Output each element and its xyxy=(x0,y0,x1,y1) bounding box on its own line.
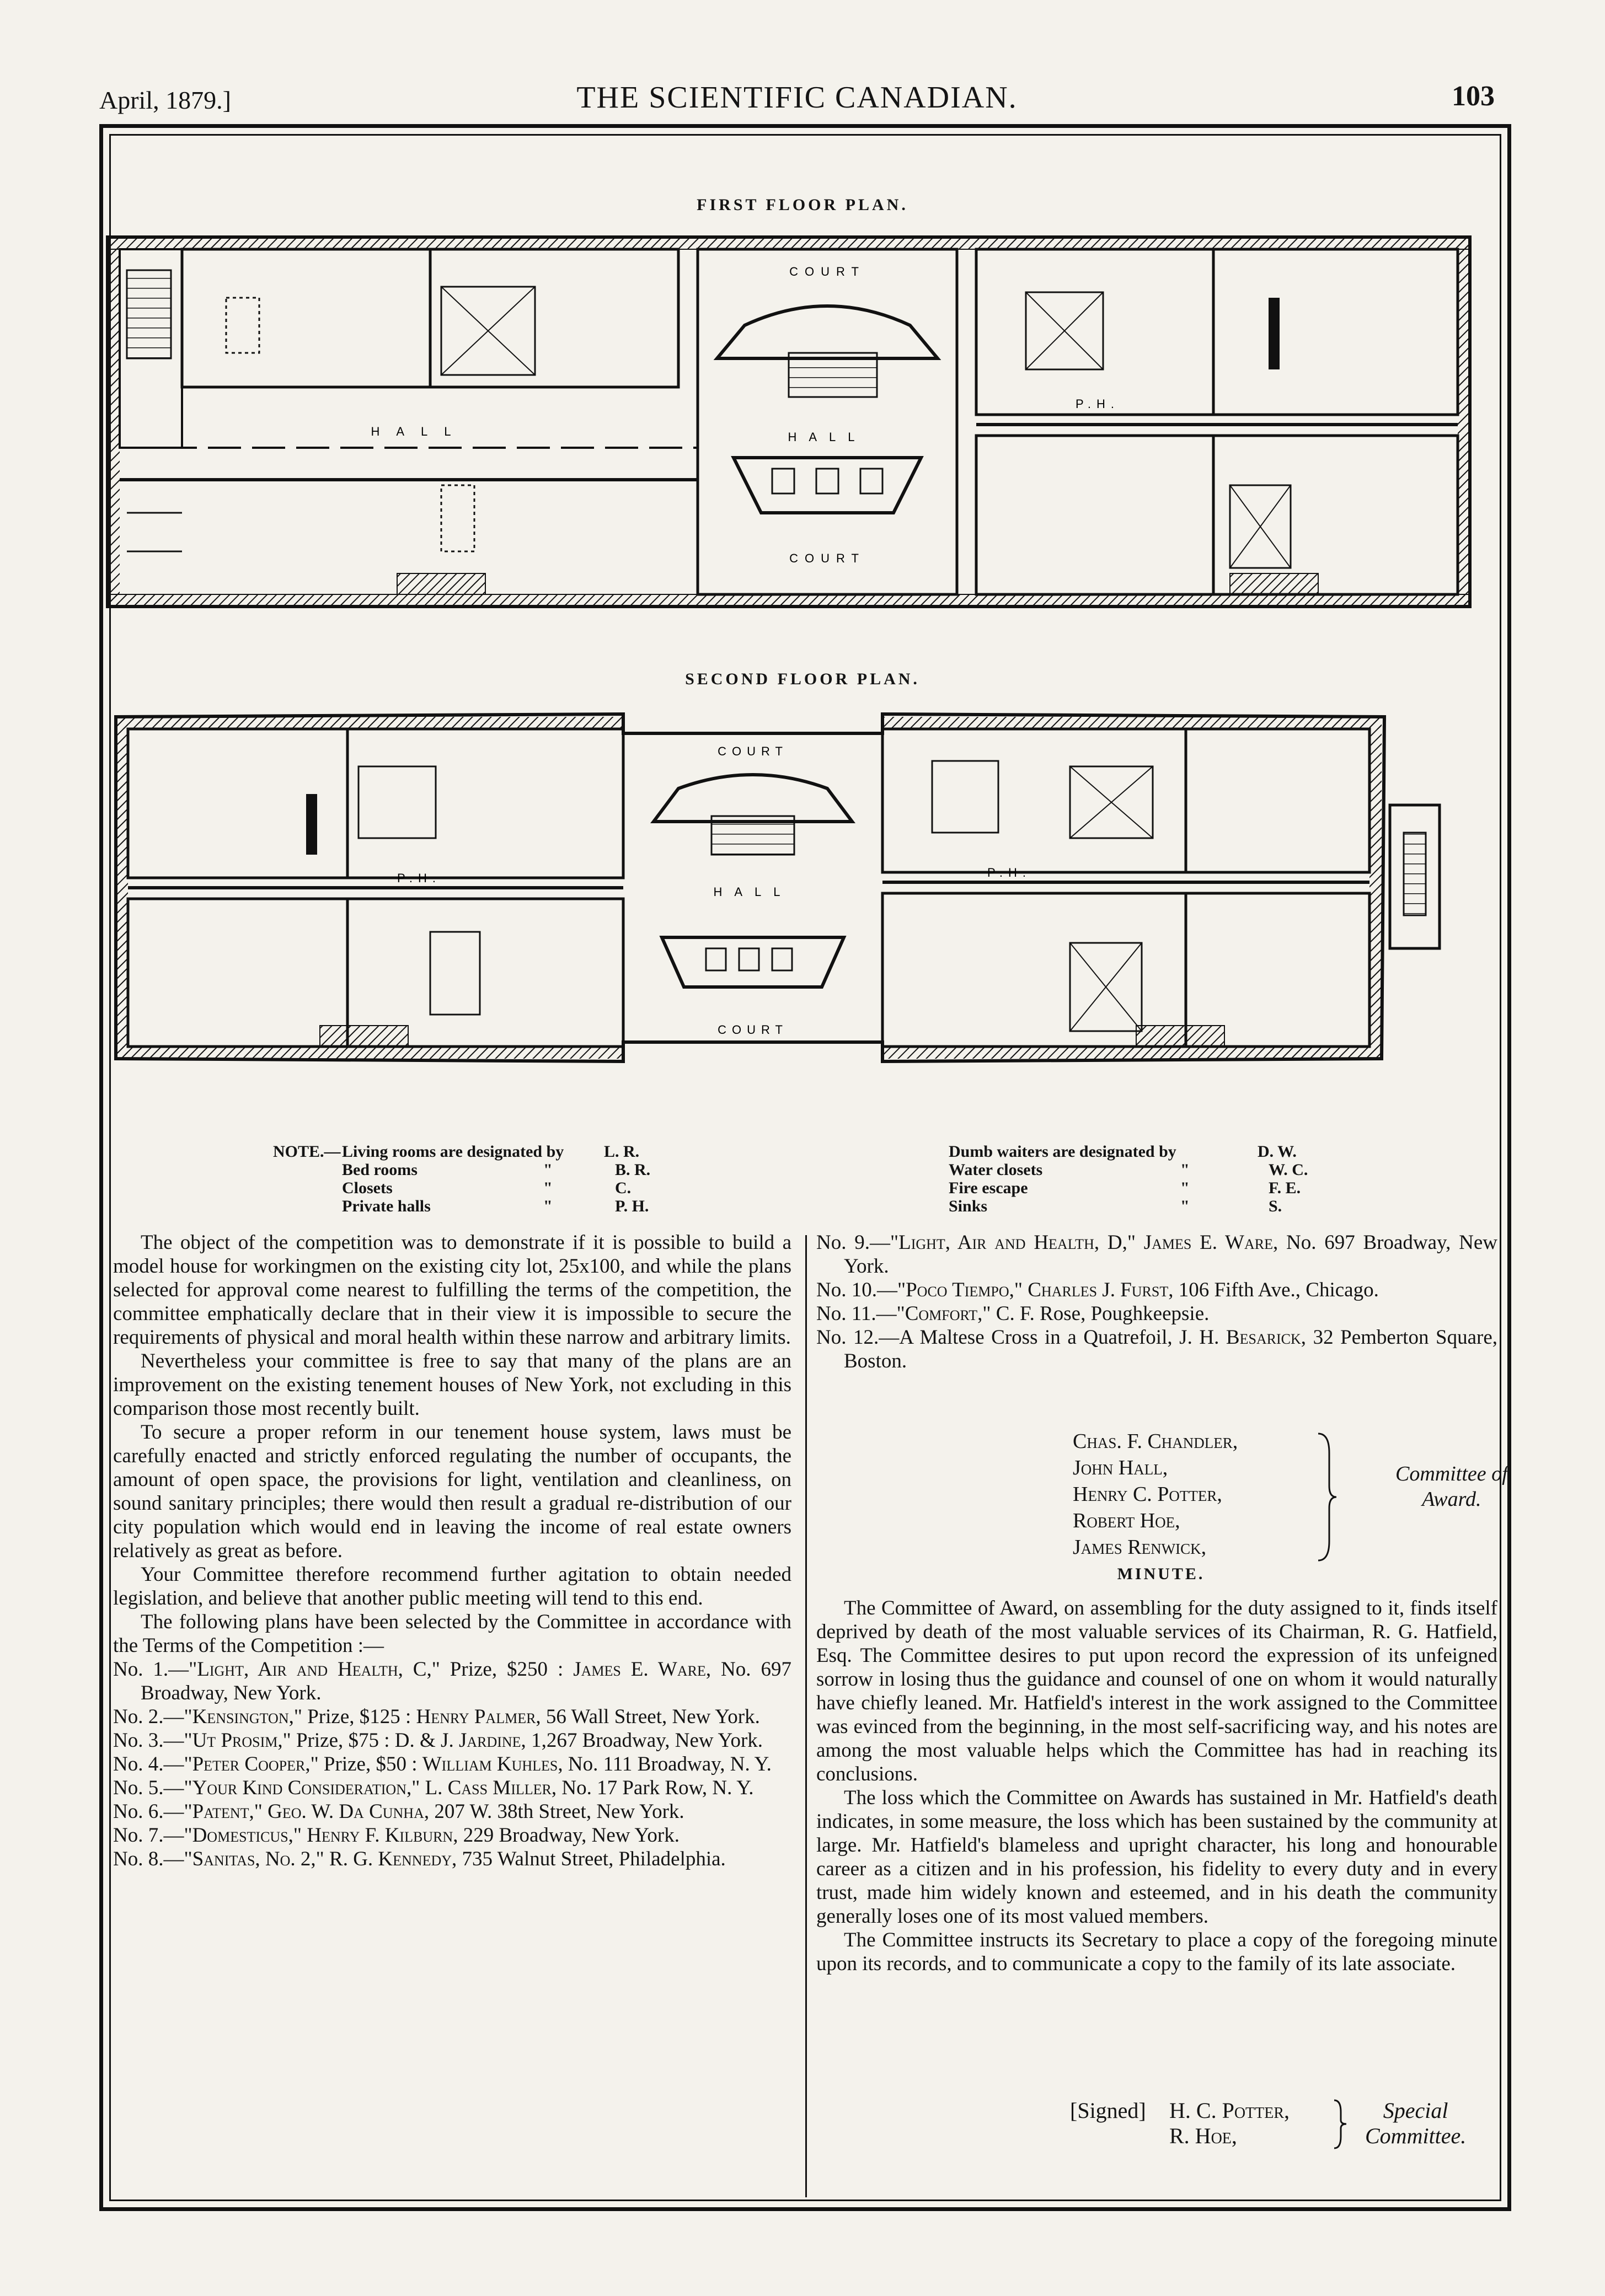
right-column-entries: No. 9.—"Light, Air and Health, D," James… xyxy=(816,1231,1497,1373)
list-item: No. 1.—"Light, Air and Health, C," Prize… xyxy=(113,1658,791,1704)
signers: H. C. Potter, R. Hoe, xyxy=(1169,2098,1290,2149)
special-committee-label: Special Committee. xyxy=(1365,2098,1467,2148)
left-column: The object of the competition was to dem… xyxy=(113,1231,791,1871)
legend-label: Bed rooms xyxy=(342,1161,418,1179)
legend-code: S. xyxy=(1269,1197,1282,1215)
legend-ditto: " xyxy=(1180,1197,1190,1215)
legend-ditto: " xyxy=(543,1197,553,1215)
list-item: No. 8.—"Sanitas, No. 2," R. G. Kennedy, … xyxy=(113,1848,726,1870)
paragraph: Nevertheless your committee is free to s… xyxy=(113,1350,791,1420)
legend-code: F. E. xyxy=(1269,1179,1301,1197)
list-item: No. 12.—A Maltese Cross in a Quatrefoil,… xyxy=(816,1326,1497,1372)
page-frame-inner xyxy=(109,134,1501,2201)
legend-code: D. W. xyxy=(1258,1142,1297,1161)
legend-label: Sinks xyxy=(949,1197,988,1215)
list-item: No. 5.—"Your Kind Consideration," L. Cas… xyxy=(113,1777,754,1799)
list-item: No. 2.—"Kensington," Prize, $125 : Henry… xyxy=(113,1705,760,1728)
signers-brace xyxy=(1334,2099,1347,2149)
first-floor-plan: COURT COURT HALL HALL P.H. xyxy=(106,235,1472,608)
paragraph: The Committee of Award, on assembling fo… xyxy=(816,1597,1497,1785)
second-floor-hall-label: HALL xyxy=(713,885,792,899)
list-item: No. 4.—"Peter Cooper," Prize, $50 : Will… xyxy=(113,1753,772,1775)
page-frame-outer xyxy=(99,124,1511,2211)
committee-member: James Renwick, xyxy=(1073,1536,1207,1559)
journal-title: THE SCIENTIFIC CANADIAN. xyxy=(576,81,1018,115)
signer: H. C. Potter, xyxy=(1169,2098,1290,2123)
first-floor-plan-title: FIRST FLOOR PLAN. xyxy=(697,196,908,214)
legend-right: Dumb waiters are designated by D. W. Wat… xyxy=(949,1142,1390,1215)
legend-code: C. xyxy=(615,1179,632,1197)
legend-ditto: " xyxy=(543,1161,553,1179)
page-number: 103 xyxy=(1452,81,1495,112)
legend-code: B. R. xyxy=(615,1161,651,1179)
second-floor-plan-title: SECOND FLOOR PLAN. xyxy=(685,670,920,688)
running-head: April, 1879.] THE SCIENTIFIC CANADIAN. 1… xyxy=(99,80,1495,119)
legend-left: NOTE.— Living rooms are designated by L.… xyxy=(273,1142,769,1215)
first-floor-private-hall-label: P.H. xyxy=(1076,397,1120,411)
paragraph: The loss which the Committee on Awards h… xyxy=(816,1787,1497,1928)
column-divider xyxy=(805,1235,807,2197)
legend-label: Dumb waiters are designated by xyxy=(949,1142,1176,1161)
list-item: No. 3.—"Ut Prosim," Prize, $75 : D. & J.… xyxy=(113,1729,763,1752)
committee-member: Robert Hoe, xyxy=(1073,1509,1180,1532)
paragraph: The Committee instructs its Secretary to… xyxy=(816,1929,1497,1975)
list-item: No. 7.—"Domesticus," Henry F. Kilburn, 2… xyxy=(113,1824,680,1847)
second-floor-private-hall-label-left: P.H. xyxy=(397,871,441,885)
second-floor-plan: COURT COURT HALL P.H. P.H. xyxy=(114,712,1441,1064)
second-floor-private-hall-label-right: P.H. xyxy=(987,866,1031,879)
second-floor-court-label-top: COURT xyxy=(718,744,788,758)
legend-label: Living rooms are designated by xyxy=(342,1142,564,1161)
first-floor-court-label-bottom: COURT xyxy=(789,551,865,565)
minute-title: MINUTE. xyxy=(1117,1565,1205,1583)
legend-code: L. R. xyxy=(604,1142,640,1161)
legend-label: Closets xyxy=(342,1179,393,1197)
minute-text: The Committee of Award, on assembling fo… xyxy=(816,1596,1497,1976)
legend-ditto: " xyxy=(543,1179,553,1197)
issue-date: April, 1879.] xyxy=(99,86,231,114)
legend-note: NOTE.— xyxy=(273,1142,341,1161)
legend-label: Fire escape xyxy=(949,1179,1028,1197)
list-item: No. 6.—"Patent," Geo. W. Da Cunha, 207 W… xyxy=(113,1800,684,1823)
list-item: No. 9.—"Light, Air and Health, D," James… xyxy=(816,1231,1498,1278)
legend-ditto: " xyxy=(1180,1161,1190,1179)
first-floor-hall-label-left: HALL xyxy=(371,425,467,438)
legend-label: Private halls xyxy=(342,1197,431,1215)
legend-label: Water closets xyxy=(949,1161,1043,1179)
legend-code: W. C. xyxy=(1269,1161,1308,1179)
floor-plans-drawing: COURT COURT HALL HALL P.H. xyxy=(106,235,1472,1064)
signed-label: [Signed] xyxy=(1070,2098,1146,2123)
paragraph: The object of the competition was to dem… xyxy=(113,1231,791,1349)
legend-ditto: " xyxy=(1180,1179,1190,1197)
signer: R. Hoe, xyxy=(1169,2123,1237,2148)
committee-member: Henry C. Potter, xyxy=(1073,1483,1222,1506)
committee-member: John Hall, xyxy=(1073,1456,1168,1479)
paragraph: The following plans have been selected b… xyxy=(113,1611,791,1657)
committee-member: Chas. F. Chandler, xyxy=(1073,1430,1238,1453)
legend-code: P. H. xyxy=(615,1197,649,1215)
paragraph: Your Committee therefore recommend furth… xyxy=(113,1563,791,1610)
committee-of-award-label: Committee of Award. xyxy=(1395,1462,1508,1511)
list-item: No. 11.—"Comfort," C. F. Rose, Poughkeep… xyxy=(816,1302,1210,1325)
first-floor-court-label-top: COURT xyxy=(789,265,865,278)
list-item: No. 10.—"Poco Tiempo," Charles J. Furst,… xyxy=(816,1279,1379,1301)
first-floor-hall-label-center: HALL xyxy=(788,430,866,444)
committee-list: Chas. F. Chandler, John Hall, Henry C. P… xyxy=(1073,1428,1238,1560)
paragraph: To secure a proper reform in our tenemen… xyxy=(113,1421,791,1562)
committee-brace xyxy=(1318,1433,1337,1562)
second-floor-court-label-bottom: COURT xyxy=(718,1023,788,1037)
